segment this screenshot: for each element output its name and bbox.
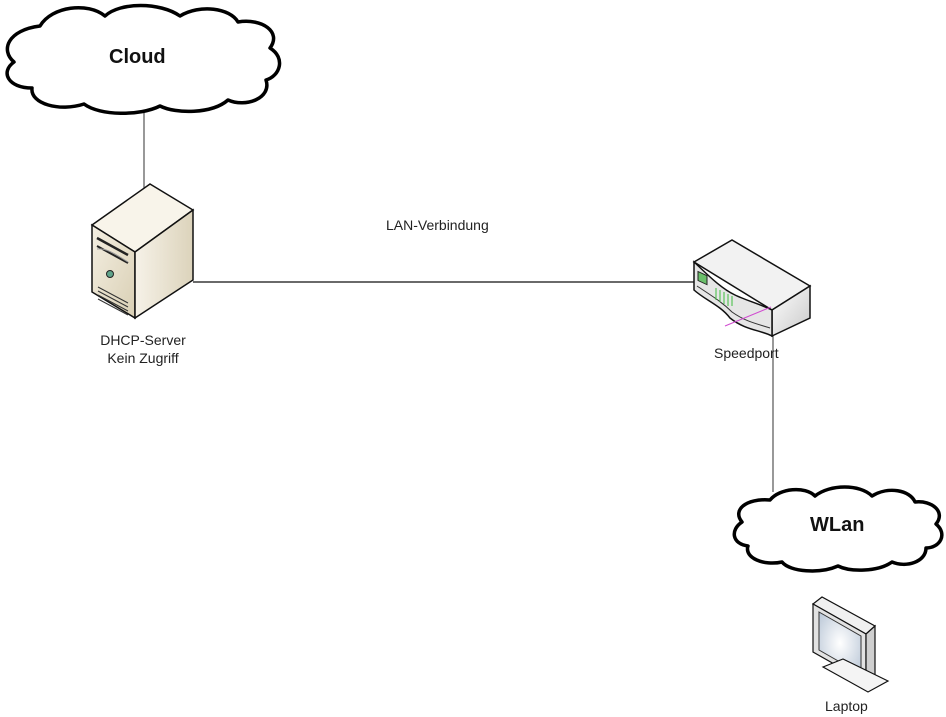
server-tower-icon <box>90 183 195 320</box>
cloud-icon <box>732 485 944 573</box>
server-status: Kein Zugriff <box>107 350 179 366</box>
cloud-icon <box>5 3 282 115</box>
laptop-label: Laptop <box>825 698 868 714</box>
server-name: DHCP-Server <box>100 332 186 348</box>
speedport-label: Speedport <box>714 345 779 361</box>
router-icon <box>692 239 812 338</box>
cloud-label: Cloud <box>109 46 166 68</box>
edge-label-lan: LAN-Verbindung <box>386 217 489 233</box>
monitor-icon <box>811 596 890 693</box>
wlan-label: WLan <box>810 514 865 536</box>
server-label: DHCP-Server Kein Zugriff <box>92 331 194 367</box>
